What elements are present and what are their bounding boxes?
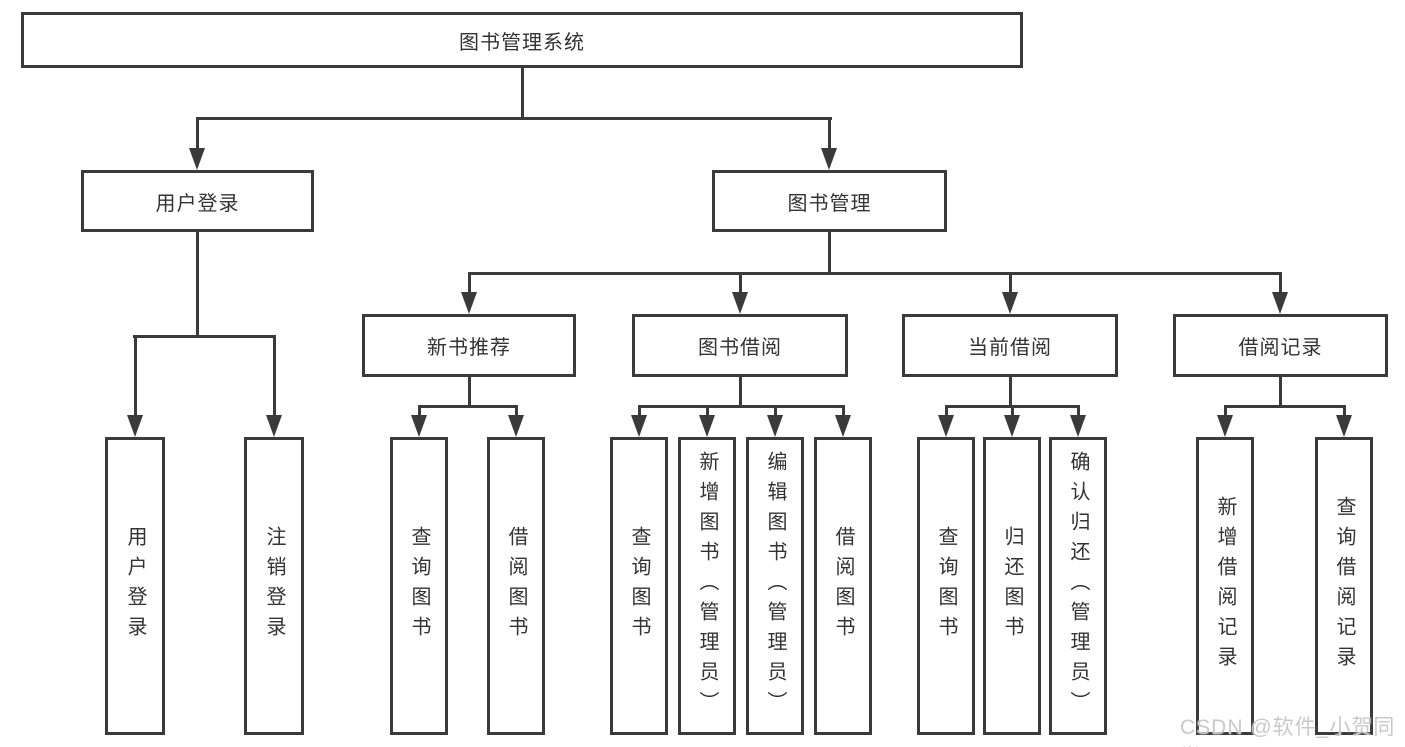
connector-line: [945, 405, 948, 418]
node-user-login: 用户登录: [81, 170, 314, 232]
node-label: 借阅记录: [1238, 337, 1323, 359]
leaf-recommend-query-books: 查询图书: [390, 437, 448, 735]
connector-line: [469, 272, 1282, 275]
node-label: 借阅图书: [832, 526, 854, 646]
node-label: 编辑图书（管理员）: [764, 451, 786, 721]
leaf-borrow-borrow-books: 借阅图书: [814, 437, 872, 735]
leaf-logout: 注销登录: [244, 437, 304, 735]
arrowhead-down-icon: [127, 415, 143, 437]
arrowhead-down-icon: [938, 415, 954, 437]
connector-line: [134, 335, 137, 418]
arrowhead-down-icon: [699, 415, 715, 437]
connector-line: [418, 405, 518, 408]
node-label: 新增图书（管理员）: [696, 451, 718, 721]
node-label: 借阅图书: [505, 526, 527, 646]
connector-line: [1009, 377, 1012, 407]
connector-line: [739, 272, 742, 296]
leaf-records-add-record: 新增借阅记录: [1196, 437, 1254, 735]
arrowhead-down-icon: [411, 415, 427, 437]
node-borrowing-records: 借阅记录: [1173, 314, 1388, 377]
node-label: 确认归还（管理员）: [1067, 451, 1089, 721]
connector-line: [521, 68, 524, 119]
node-label: 当前借阅: [968, 337, 1052, 359]
leaf-current-confirm-return-admin: 确认归还（管理员）: [1049, 437, 1107, 735]
node-book-borrowing: 图书借阅: [632, 314, 848, 377]
connector-line: [1224, 405, 1227, 418]
connector-line: [468, 377, 471, 407]
connector-line: [273, 335, 276, 418]
arrowhead-down-icon: [508, 415, 524, 437]
connector-line: [739, 377, 742, 407]
node-label: 查询图书: [628, 526, 650, 646]
connector-line: [774, 405, 777, 418]
node-label: 图书借阅: [698, 337, 782, 359]
node-label: 图书管理系统: [459, 31, 585, 54]
leaf-borrow-add-books-admin: 新增图书（管理员）: [678, 437, 736, 735]
connector-line: [418, 405, 421, 418]
connector-line: [638, 405, 845, 408]
node-label: 用户登录: [124, 526, 146, 646]
connector-line: [828, 117, 831, 153]
node-root-library-system: 图书管理系统: [21, 12, 1023, 68]
leaf-borrow-edit-books-admin: 编辑图书（管理员）: [746, 437, 804, 735]
node-new-book-recommend: 新书推荐: [362, 314, 576, 377]
connector-line: [638, 405, 641, 418]
connector-line: [196, 117, 199, 153]
leaf-records-query-record: 查询借阅记录: [1315, 437, 1373, 735]
connector-line: [1009, 272, 1012, 296]
connector-line: [1279, 272, 1282, 296]
connector-line: [1077, 405, 1080, 418]
arrowhead-down-icon: [732, 292, 748, 314]
leaf-user-login: 用户登录: [105, 437, 165, 735]
node-current-borrowing: 当前借阅: [902, 314, 1118, 377]
connector-line: [828, 232, 831, 274]
connector-line: [468, 272, 471, 296]
node-label: 查询借阅记录: [1333, 496, 1355, 676]
node-label: 注销登录: [263, 526, 285, 646]
connector-line: [1011, 405, 1014, 418]
connector-line: [196, 232, 199, 337]
arrowhead-down-icon: [1217, 415, 1233, 437]
arrowhead-down-icon: [821, 148, 837, 170]
connector-line: [515, 405, 518, 418]
connector-line: [196, 117, 832, 120]
leaf-borrow-query-books: 查询图书: [610, 437, 668, 735]
arrowhead-down-icon: [835, 415, 851, 437]
arrowhead-down-icon: [1336, 415, 1352, 437]
node-label: 查询图书: [408, 526, 430, 646]
connector-line: [706, 405, 709, 418]
connector-line: [133, 335, 276, 338]
arrowhead-down-icon: [1070, 415, 1086, 437]
connector-line: [842, 405, 845, 418]
arrowhead-down-icon: [1272, 292, 1288, 314]
csdn-watermark: CSDN @软件_小贺同学: [1180, 716, 1396, 747]
node-label: 查询图书: [935, 526, 957, 646]
arrowhead-down-icon: [189, 148, 205, 170]
node-label: 新增借阅记录: [1214, 496, 1236, 676]
node-label: 用户登录: [155, 192, 240, 215]
node-label: 新书推荐: [427, 337, 511, 359]
arrowhead-down-icon: [461, 292, 477, 314]
arrowhead-down-icon: [1002, 292, 1018, 314]
leaf-current-query-books: 查询图书: [917, 437, 975, 735]
leaf-recommend-borrow-books: 借阅图书: [487, 437, 545, 735]
node-label: 图书管理: [787, 192, 872, 215]
arrowhead-down-icon: [266, 415, 282, 437]
node-book-management: 图书管理: [712, 170, 947, 232]
leaf-current-return-books: 归还图书: [983, 437, 1041, 735]
arrowhead-down-icon: [767, 415, 783, 437]
connector-line: [1279, 377, 1282, 407]
node-label: 归还图书: [1001, 526, 1023, 646]
connector-line: [1343, 405, 1346, 418]
connector-line: [1224, 405, 1346, 408]
arrowhead-down-icon: [631, 415, 647, 437]
arrowhead-down-icon: [1004, 415, 1020, 437]
